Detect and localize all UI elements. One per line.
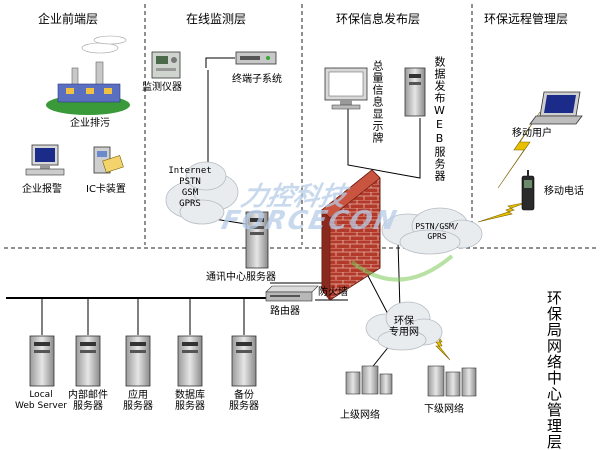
- label-router: 路由器: [270, 306, 300, 317]
- layer-title-center-management: 环保局网络中心管理层: [545, 290, 563, 450]
- label-server-app: 应用 服务器: [108, 390, 168, 412]
- lan-servers: [29, 335, 257, 387]
- server-label-line2: 服务器: [123, 401, 153, 412]
- label-enterprise-alarm: 企业报警: [22, 184, 62, 195]
- server-tower-icon: [177, 335, 203, 387]
- layer-title-enterprise-front: 企业前端层: [38, 12, 99, 26]
- bolt-mobile-phone-icon: [477, 201, 529, 223]
- lower-net-icon: [427, 365, 477, 397]
- layer-title-online-monitoring: 在线监测层: [186, 12, 247, 26]
- label-server-local-web: Local Web Server: [2, 390, 80, 412]
- private-net-cloud-icon: [365, 301, 443, 351]
- server-label-line2: 服务器: [73, 401, 103, 412]
- private-net-line-1: 环保: [394, 316, 414, 327]
- terminal-subsystem-icon: [235, 51, 277, 65]
- layer-title-info-publish: 环保信息发布层: [336, 12, 421, 26]
- connection-lines: [6, 57, 421, 371]
- server-tower-icon: [125, 335, 151, 387]
- pstn-cloud-icon: [381, 207, 483, 255]
- internet-cloud-icon: [165, 161, 239, 225]
- monitoring-instrument-icon: [151, 51, 181, 79]
- server-label-line2: 服务器: [229, 401, 259, 412]
- display-board-icon: [324, 67, 368, 110]
- label-pstn-cloud: PSTN/GSM/ GPRS: [402, 222, 472, 242]
- label-server-backup: 备份 服务器: [214, 390, 274, 412]
- label-firewall: 防火墙: [318, 287, 348, 298]
- cloud-line-2: GPRS: [427, 232, 447, 241]
- label-lower-net: 下级网络: [424, 404, 464, 415]
- layer-title-remote-management: 环保远程管理层: [484, 12, 569, 26]
- cloud-line-1: PSTN/GSM/: [415, 222, 459, 231]
- server-label-line2: 服务器: [175, 401, 205, 412]
- label-total-info-display: 总量信息显示牌: [371, 60, 384, 144]
- server-label-line1: Local: [29, 390, 53, 400]
- router-icon: [265, 285, 319, 302]
- server-label-line1: 内部邮件: [68, 390, 108, 401]
- layer-dividers: [4, 4, 598, 249]
- label-monitoring-instrument: 监测仪器: [142, 82, 182, 93]
- upper-net-icon: [345, 365, 393, 395]
- factory-icon: [46, 35, 130, 115]
- server-label-line1: 应用: [128, 390, 148, 401]
- label-enterprise-discharge: 企业排污: [70, 118, 110, 129]
- link-display-web: [347, 105, 421, 179]
- firewall-icon: [321, 169, 381, 302]
- network-architecture-diagram: 力控科技 FORCECON 企业前端层 在线监测层 环保信息发布层 环保远程管理…: [2, 4, 598, 450]
- watermark-en: FORCECON: [218, 206, 401, 236]
- server-tower-icon: [75, 335, 101, 387]
- server-label-line1: 数据库: [175, 390, 205, 401]
- network-pstn: PSTN: [179, 177, 201, 187]
- network-gprs: GPRS: [179, 199, 201, 209]
- diagram-canvas: [4, 4, 598, 397]
- server-tower-icon: [29, 335, 55, 387]
- comm-server-icon: [245, 211, 269, 269]
- bolt-mobile-user-icon: [497, 111, 541, 189]
- label-mobile-user: 移动用户: [512, 128, 552, 139]
- label-server-mail: 内部邮件 服务器: [54, 390, 122, 412]
- network-internet: Internet: [168, 166, 212, 176]
- label-internet-networks: Internet PSTN GSM GPRS: [160, 166, 220, 210]
- label-terminal-subsystem: 终端子系统: [232, 74, 282, 85]
- label-upper-net: 上级网络: [340, 410, 380, 421]
- label-web-publish-server: 数据发布WEB服务器: [433, 56, 446, 182]
- mobile-phone-icon: [521, 170, 535, 211]
- private-net-line-2: 专用网: [389, 327, 419, 338]
- network-gsm: GSM: [181, 188, 199, 198]
- label-mobile-phone: 移动电话: [544, 186, 584, 197]
- link-firewall-private: [365, 271, 391, 319]
- link-cloud-private: [397, 241, 401, 311]
- label-server-db: 数据库 服务器: [160, 390, 220, 412]
- server-tower-icon: [231, 335, 257, 387]
- label-ic-card: IC卡装置: [86, 184, 126, 195]
- label-comm-server: 通讯中心服务器: [206, 272, 276, 283]
- web-server-icon: [404, 67, 426, 117]
- laptop-icon: [529, 91, 583, 125]
- server-label-line1: 备份: [234, 390, 254, 401]
- alarm-computer-icon: [25, 144, 65, 176]
- label-private-net: 环保 专用网: [382, 316, 426, 338]
- server-label-line2: Web Server: [15, 401, 67, 411]
- ic-card-icon: [93, 146, 124, 174]
- watermark-swoosh: [350, 254, 454, 282]
- link-instrument-terminal: [205, 57, 235, 68]
